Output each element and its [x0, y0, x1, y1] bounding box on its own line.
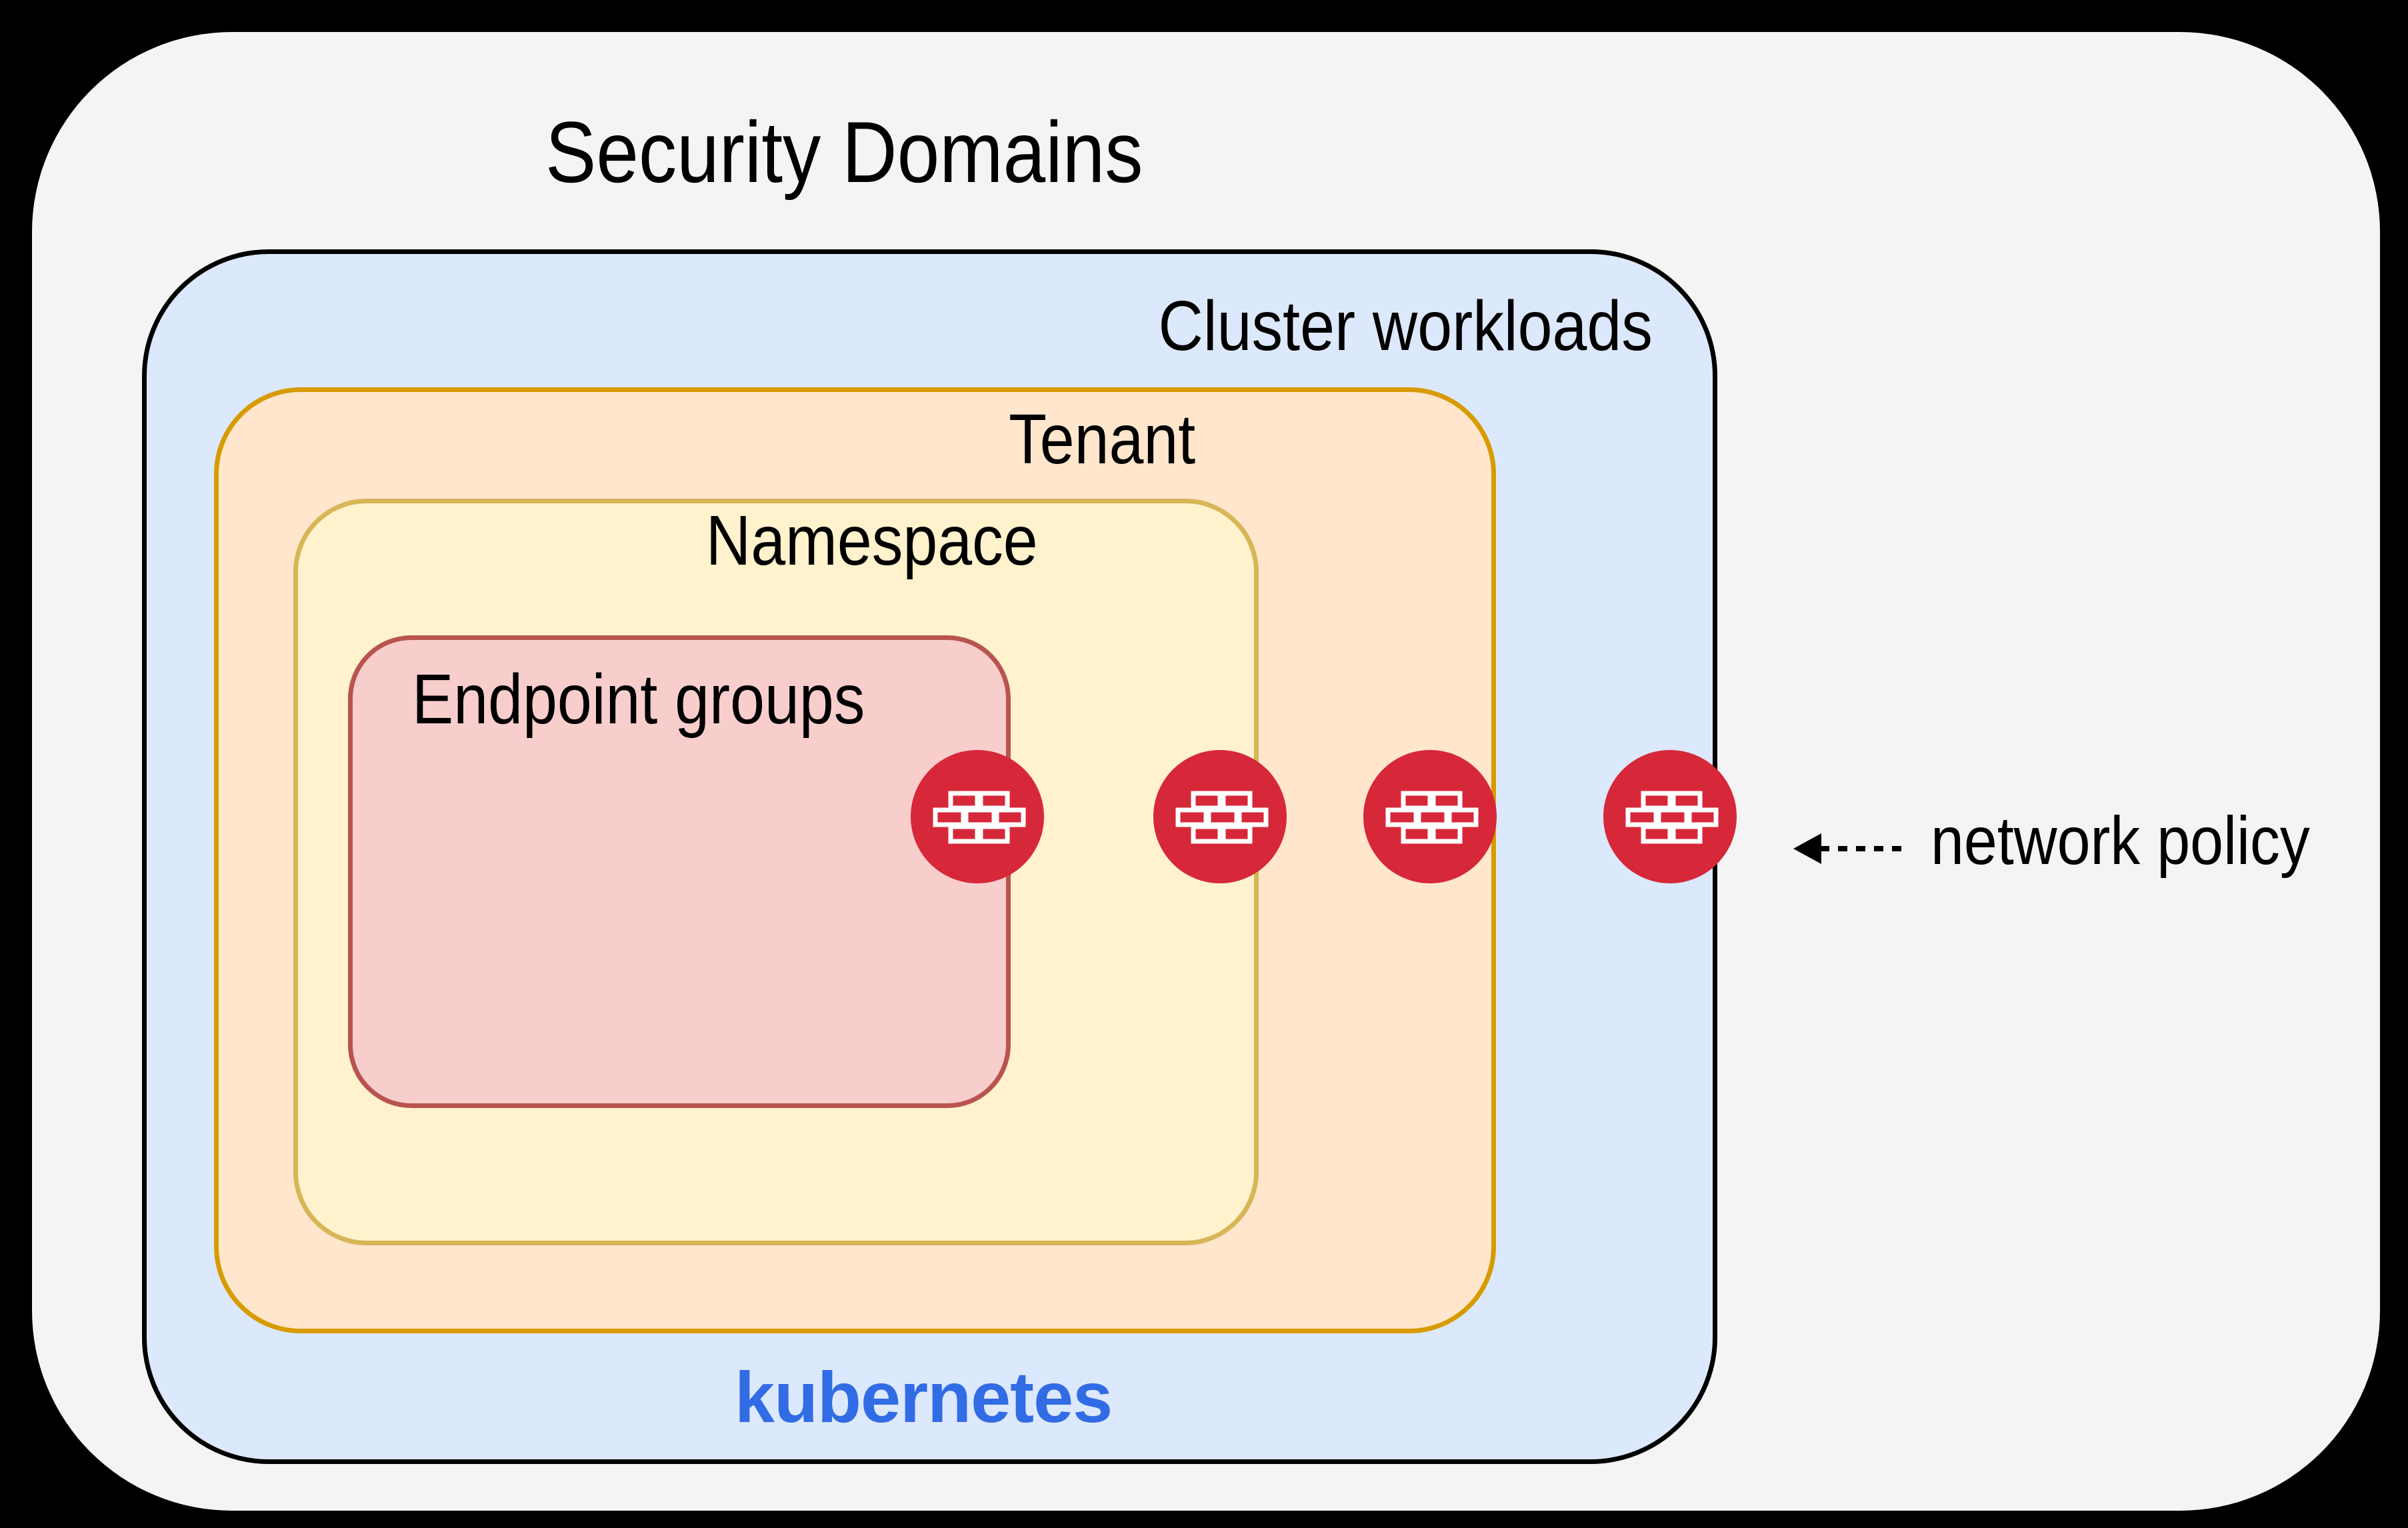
firewall-icon [1153, 750, 1287, 883]
dashed-arrow-left-icon [1793, 833, 1904, 864]
label-endpoint-groups: Endpoint groups [412, 660, 865, 739]
kubernetes-wordmark: kubernetes [735, 1357, 1113, 1437]
label-cluster-workloads: Cluster workloads [1158, 287, 1653, 365]
layer-endpoint-groups [348, 635, 1011, 1108]
firewall-icon [1603, 750, 1737, 883]
network-policy-label: network policy [1931, 803, 2310, 879]
firewall-icon [1363, 750, 1497, 883]
label-namespace: Namespace [706, 501, 1038, 580]
page-title: Security Domains [545, 103, 1225, 201]
firewall-icon [911, 750, 1044, 883]
label-tenant: Tenant [1008, 400, 1196, 479]
page-title-text: Security Domains [545, 103, 1143, 201]
